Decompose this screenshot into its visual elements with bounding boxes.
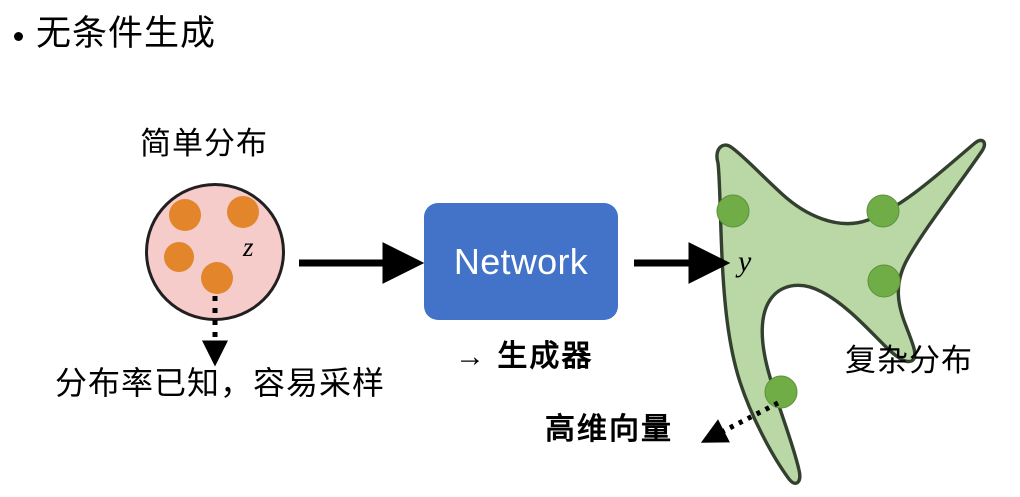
output-sample-dot xyxy=(716,194,750,228)
bullet-heading: 无条件生成 xyxy=(14,14,217,53)
latent-sample-dot xyxy=(201,262,233,294)
arrow-output-to-high-dim-note xyxy=(700,400,780,443)
latent-variable-symbol: z xyxy=(243,232,254,262)
output-sample-dot xyxy=(764,375,798,409)
network-box[interactable]: Network xyxy=(424,203,618,320)
generator-annotation: → 生成器 xyxy=(455,340,594,373)
high-dim-vector-label: 高维向量 xyxy=(545,413,673,446)
network-box-label: Network xyxy=(453,240,589,282)
latent-sample-dot xyxy=(164,242,194,272)
latent-sample-dot xyxy=(169,199,201,231)
output-variable-symbol: y xyxy=(738,245,752,278)
output-sample-dot xyxy=(866,194,900,228)
complex-distribution-label: 复杂分布 xyxy=(845,343,973,378)
output-sample-dot xyxy=(867,264,901,298)
complex-distribution-blob xyxy=(715,138,987,485)
bullet-point-icon xyxy=(14,31,23,41)
simple-distribution-label: 简单分布 xyxy=(140,126,268,161)
sampling-note-label: 分布率已知，容易采样 xyxy=(55,365,386,401)
latent-sample-dot xyxy=(227,196,259,228)
slide-title: 无条件生成 xyxy=(36,14,217,53)
